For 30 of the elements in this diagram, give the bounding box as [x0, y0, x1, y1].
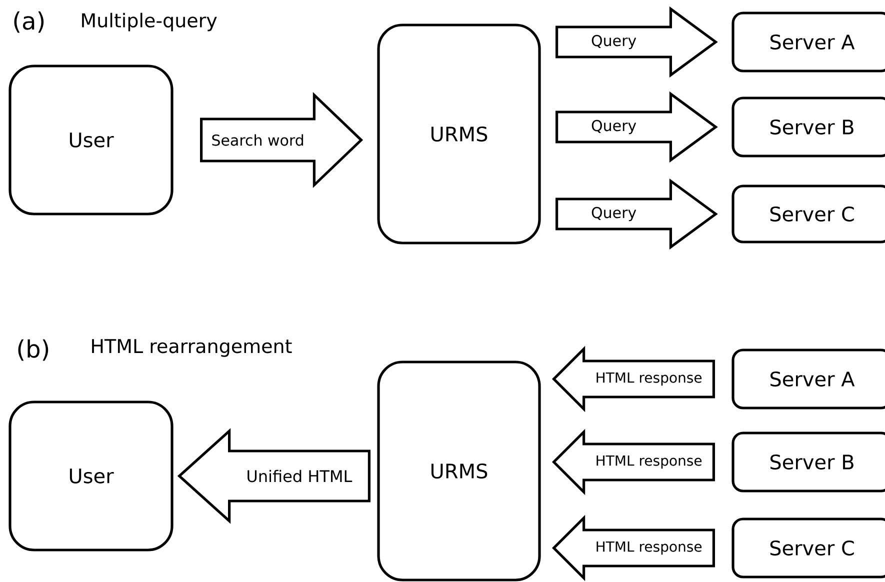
rounded-box: Server C	[732, 518, 885, 578]
block-arrow	[177, 428, 370, 524]
block-arrow	[552, 514, 715, 582]
panel-heading: HTML rearrangement	[92, 339, 292, 357]
rounded-box: URMS	[377, 360, 541, 582]
block-arrow	[552, 428, 715, 496]
edge-label: HTML response	[596, 541, 702, 555]
block-arrow	[556, 178, 718, 250]
rounded-box: User	[8, 400, 174, 552]
rounded-box: Server B	[732, 432, 885, 492]
edge-label: Query	[592, 120, 636, 134]
rounded-box: Server A	[732, 348, 885, 410]
panel-heading: (a)	[14, 11, 44, 33]
edge-label: Unified HTML	[248, 470, 352, 482]
edge-label: Search word	[212, 134, 304, 146]
rounded-box: URMS	[377, 24, 541, 244]
block-arrow	[556, 91, 718, 163]
edge-label: Query	[592, 34, 636, 50]
block-arrow	[200, 92, 364, 188]
block-arrow	[556, 6, 718, 78]
block-arrow	[552, 346, 715, 412]
rounded-box: User	[8, 64, 174, 216]
rounded-box: Server C	[732, 184, 885, 244]
edge-label: Query	[592, 206, 636, 222]
edge-label: HTML response	[596, 372, 702, 386]
rounded-box: Server B	[732, 96, 885, 158]
panel-heading: Multiple-query	[82, 12, 217, 32]
rounded-box: Server A	[732, 12, 885, 72]
panel-heading: (b)	[18, 339, 48, 361]
edge-label: HTML response	[596, 455, 702, 469]
